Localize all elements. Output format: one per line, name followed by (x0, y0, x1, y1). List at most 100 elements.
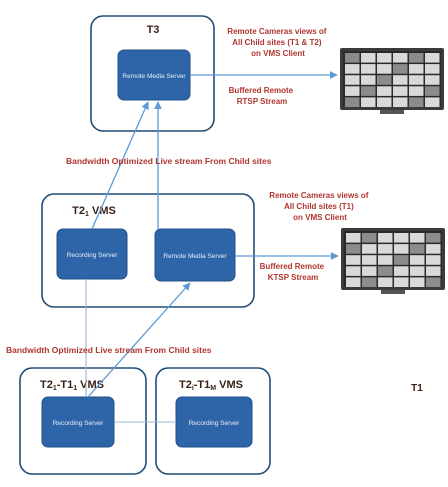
camera-view-tile (426, 255, 441, 265)
camera-view-tile (361, 75, 376, 85)
top-stream-line-1: Buffered Remote (229, 86, 294, 95)
t2-vms-box: T21 VMS Recording Server Remote Media Se… (41, 193, 255, 308)
camera-view-tile (346, 277, 361, 287)
mid-views-line-3: on VMS Client (293, 213, 347, 222)
camera-view-tile (426, 266, 441, 276)
t2-t1-box-2-recording-server-label: Recording Server (189, 420, 240, 427)
camera-view-tile (425, 86, 440, 96)
camera-view-tile (409, 86, 424, 96)
camera-view-tile (425, 64, 440, 74)
t2-t1-box-1-title-suffix: VMS (77, 379, 104, 391)
t2-t1-box-2-title-prefix-sub: i (192, 385, 194, 392)
t2-recording-server-label: Recording Server (67, 252, 118, 259)
t3-remote-media-server-label: Remote Media Server (122, 73, 186, 80)
camera-view-tile (361, 97, 376, 107)
camera-view-tile (426, 244, 441, 254)
camera-view-tile (393, 97, 408, 107)
t2-t1-box-1-recording-server-label: Recording Server (53, 420, 104, 427)
t1-tag: T1 (411, 383, 423, 394)
camera-view-tile (377, 64, 392, 74)
camera-view-tile (378, 255, 393, 265)
camera-view-tile (409, 64, 424, 74)
camera-view-tile (361, 86, 376, 96)
t2-title-main: T2 (72, 205, 85, 217)
camera-view-tile (377, 75, 392, 85)
camera-view-tile (394, 277, 409, 287)
top-views-line-3: on VMS Client (251, 49, 305, 58)
t2-t1-box-1-title-prefix: T2 (40, 379, 53, 391)
camera-view-tile (426, 233, 441, 243)
top-stream-note: Buffered Remote RTSP Stream (229, 86, 296, 106)
t2-t1-box-1-title: T21-T11 VMS (40, 379, 104, 392)
monitor-mid-tiles (346, 233, 441, 287)
camera-view-tile (410, 266, 425, 276)
mid-stream-note: Buffered Remote KTSP Stream (260, 262, 327, 282)
upper-flow-label: Bandwidth Optimized Live stream From Chi… (66, 156, 272, 166)
camera-view-tile (362, 277, 377, 287)
camera-view-tile (409, 75, 424, 85)
mid-stream-line-1: Buffered Remote (260, 262, 325, 271)
camera-view-tile (361, 53, 376, 63)
t2-t1-box-2-title-suffix: VMS (216, 379, 243, 391)
top-views-line-2: All Child sites (T1 & T2) (232, 38, 322, 47)
mid-views-note: Remote Cameras views of All Child sites … (269, 191, 370, 222)
camera-view-tile (409, 97, 424, 107)
camera-view-tile (345, 86, 360, 96)
camera-view-tile (393, 86, 408, 96)
t2-t1-box-2-title: T2i-T1M VMS (179, 379, 243, 392)
camera-view-tile (345, 75, 360, 85)
monitor-mid-stand (381, 290, 405, 294)
camera-view-tile (345, 97, 360, 107)
t2-t1-vms-box-1: T21-T11 VMS Recording Server (19, 367, 147, 475)
arrow-t2-recording-to-t3 (91, 101, 149, 230)
camera-view-tile (377, 86, 392, 96)
camera-view-tile (346, 255, 361, 265)
camera-view-tile (377, 97, 392, 107)
camera-view-tile (378, 266, 393, 276)
t3-title: T3 (147, 24, 160, 36)
camera-view-tile (345, 64, 360, 74)
camera-view-tile (410, 233, 425, 243)
camera-view-tile (361, 64, 376, 74)
t3-site-box: T3 Remote Media Server (90, 15, 215, 132)
camera-view-tile (394, 244, 409, 254)
t2-t1-box-1-title-mid-sub: 1 (73, 385, 77, 392)
camera-view-tile (409, 53, 424, 63)
mid-views-line-2: All Child sites (T1) (284, 202, 354, 211)
camera-view-tile (410, 277, 425, 287)
t2-remote-media-server-label: Remote Media Server (163, 253, 227, 260)
t2-remote-media-server (154, 228, 236, 282)
mid-stream-line-2: KTSP Stream (268, 273, 319, 282)
camera-view-tile (394, 233, 409, 243)
camera-view-tile (378, 277, 393, 287)
camera-view-tile (345, 53, 360, 63)
camera-view-tile (346, 266, 361, 276)
camera-view-tile (393, 75, 408, 85)
camera-view-tile (378, 233, 393, 243)
arrow-bottom-to-t2-remote (87, 282, 191, 398)
top-views-note: Remote Cameras views of All Child sites … (227, 27, 328, 58)
monitor-top-stand (380, 110, 404, 114)
t2-title: T21 VMS (72, 205, 116, 218)
t2-t1-box-2-title-prefix: T2 (179, 379, 192, 391)
camera-view-tile (426, 277, 441, 287)
monitor-top-tiles (345, 53, 440, 107)
t2-t1-box-2-title-mid-sub: M (210, 385, 216, 392)
video-wall-monitor-icon (341, 228, 445, 294)
camera-view-tile (394, 255, 409, 265)
camera-view-tile (393, 53, 408, 63)
camera-view-tile (410, 244, 425, 254)
t2-title-subscript: 1 (85, 211, 89, 218)
top-views-line-1: Remote Cameras views of (227, 27, 326, 36)
camera-view-tile (410, 255, 425, 265)
lower-flow-label: Bandwidth Optimized Live stream From Chi… (6, 345, 212, 355)
t2-t1-box-1-title-mid: -T1 (57, 379, 74, 391)
camera-view-tile (346, 244, 361, 254)
t2-t1-vms-box-2: T2i-T1M VMS Recording Server (155, 367, 271, 475)
t2-t1-box-2-title-mid: -T1 (194, 379, 211, 391)
camera-view-tile (362, 266, 377, 276)
camera-view-tile (346, 233, 361, 243)
t2-t1-box-1-title-prefix-sub: 1 (53, 385, 57, 392)
t2-title-suffix: VMS (89, 205, 116, 217)
